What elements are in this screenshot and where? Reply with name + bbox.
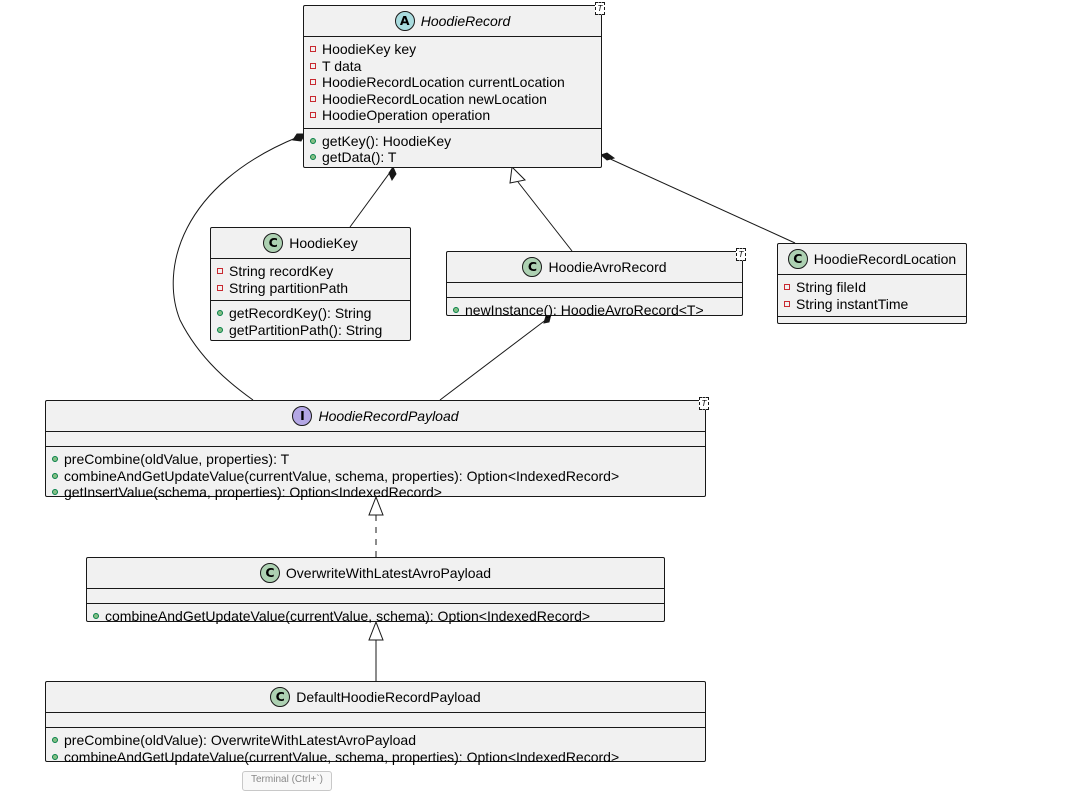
field-section <box>447 282 742 297</box>
composition-diamond <box>292 133 306 142</box>
class-hoodie-avro-record: T C HoodieAvroRecord newInstance(): Hood… <box>446 248 746 318</box>
field-section <box>46 431 705 446</box>
private-icon <box>784 284 790 291</box>
field-row: String partitionPath <box>217 280 404 297</box>
class-name: HoodieAvroRecord <box>548 258 667 275</box>
terminal-tooltip: Terminal (Ctrl+`) <box>242 771 332 791</box>
method-row: combineAndGetUpdateValue(currentValue, s… <box>52 749 699 766</box>
class-hoodie-record-location: C HoodieRecordLocation String fileId Str… <box>777 243 967 324</box>
public-icon <box>453 307 459 314</box>
method-section: newInstance(): HoodieAvroRecord<T> <box>447 297 742 323</box>
composition-diamond <box>388 165 397 182</box>
interface-hoodie-record-payload: T I HoodieRecordPayload preCombine(oldVa… <box>45 397 709 500</box>
inheritance-arrowhead <box>509 165 527 184</box>
method-section: combineAndGetUpdateValue(currentValue, s… <box>87 603 664 629</box>
private-icon <box>310 62 316 69</box>
type-parameter-marker: T <box>699 397 709 410</box>
class-icon: C <box>787 249 808 269</box>
public-icon <box>217 310 223 317</box>
field-row: T data <box>310 58 595 75</box>
composition-record-to-key <box>349 170 392 228</box>
composition-record-to-payload <box>172 136 299 401</box>
realization-arrowhead <box>368 495 384 516</box>
class-default-hoodie-record-payload: C DefaultHoodieRecordPayload preCombine(… <box>45 681 706 765</box>
interface-icon: I <box>292 406 313 426</box>
composition-record-to-location <box>605 156 796 244</box>
private-icon <box>217 268 223 275</box>
field-section <box>46 712 705 727</box>
class-name: HoodieKey <box>289 234 358 251</box>
public-icon <box>52 737 58 744</box>
method-row: combineAndGetUpdateValue(currentValue, s… <box>52 468 699 485</box>
public-icon <box>52 456 58 463</box>
field-row: HoodieOperation operation <box>310 107 595 124</box>
type-parameter-marker: T <box>595 2 605 15</box>
method-row: getPartitionPath(): String <box>217 322 404 339</box>
public-icon <box>310 137 316 144</box>
class-name: HoodieRecord <box>420 12 511 29</box>
method-row: getData(): T <box>310 149 595 166</box>
field-row: String fileId <box>784 279 960 296</box>
composition-avro-to-payload <box>439 318 548 401</box>
class-overwrite-with-latest-avro-payload: C OverwriteWithLatestAvroPayload combine… <box>86 557 665 624</box>
method-section <box>778 316 966 331</box>
method-row: combineAndGetUpdateValue(currentValue, s… <box>93 608 658 625</box>
field-row: HoodieKey key <box>310 41 595 58</box>
method-row: preCombine(oldValue): OverwriteWithLates… <box>52 732 699 749</box>
class-name: OverwriteWithLatestAvroPayload <box>285 564 492 581</box>
abstract-class-icon: A <box>394 11 415 31</box>
class-name: HoodieRecordLocation <box>813 250 957 267</box>
field-row: HoodieRecordLocation newLocation <box>310 91 595 108</box>
class-icon: C <box>259 563 280 583</box>
class-icon: C <box>522 257 543 277</box>
private-icon <box>217 284 223 291</box>
class-icon: C <box>270 687 291 707</box>
composition-diamond <box>599 152 616 161</box>
class-icon: C <box>263 233 284 253</box>
public-icon <box>217 326 223 333</box>
public-icon <box>310 154 316 161</box>
private-icon <box>310 46 316 53</box>
field-row: String instantTime <box>784 296 960 313</box>
inheritance-avro-to-record <box>517 181 573 252</box>
method-row: newInstance(): HoodieAvroRecord<T> <box>453 302 736 319</box>
field-section: HoodieKey key T data HoodieRecordLocatio… <box>304 36 601 128</box>
method-row: getInsertValue(schema, properties): Opti… <box>52 484 699 501</box>
public-icon <box>52 753 58 760</box>
public-icon <box>52 472 58 479</box>
method-row: getKey(): HoodieKey <box>310 133 595 150</box>
public-icon <box>93 613 99 620</box>
method-row: getRecordKey(): String <box>217 305 404 322</box>
type-parameter-marker: T <box>736 248 746 261</box>
class-name: DefaultHoodieRecordPayload <box>296 688 481 705</box>
inheritance-arrowhead <box>368 620 384 641</box>
class-name: HoodieRecordPayload <box>318 407 459 424</box>
private-icon <box>784 300 790 307</box>
field-section <box>87 588 664 603</box>
method-section: preCombine(oldValue, properties): T comb… <box>46 446 705 505</box>
field-section: String recordKey String partitionPath <box>211 258 410 300</box>
private-icon <box>310 95 316 102</box>
private-icon <box>310 112 316 119</box>
private-icon <box>310 79 316 86</box>
field-section: String fileId String instantTime <box>778 274 966 316</box>
method-section: getKey(): HoodieKey getData(): T <box>304 127 601 170</box>
public-icon <box>52 489 58 496</box>
method-section: getRecordKey(): String getPartitionPath(… <box>211 300 410 342</box>
method-row: preCombine(oldValue, properties): T <box>52 451 699 468</box>
class-hoodie-record: T A HoodieRecord HoodieKey key T data Ho… <box>303 2 605 170</box>
method-section: preCombine(oldValue): OverwriteWithLates… <box>46 727 705 769</box>
field-row: HoodieRecordLocation currentLocation <box>310 74 595 91</box>
class-hoodie-key: C HoodieKey String recordKey String part… <box>210 227 411 341</box>
field-row: String recordKey <box>217 263 404 280</box>
